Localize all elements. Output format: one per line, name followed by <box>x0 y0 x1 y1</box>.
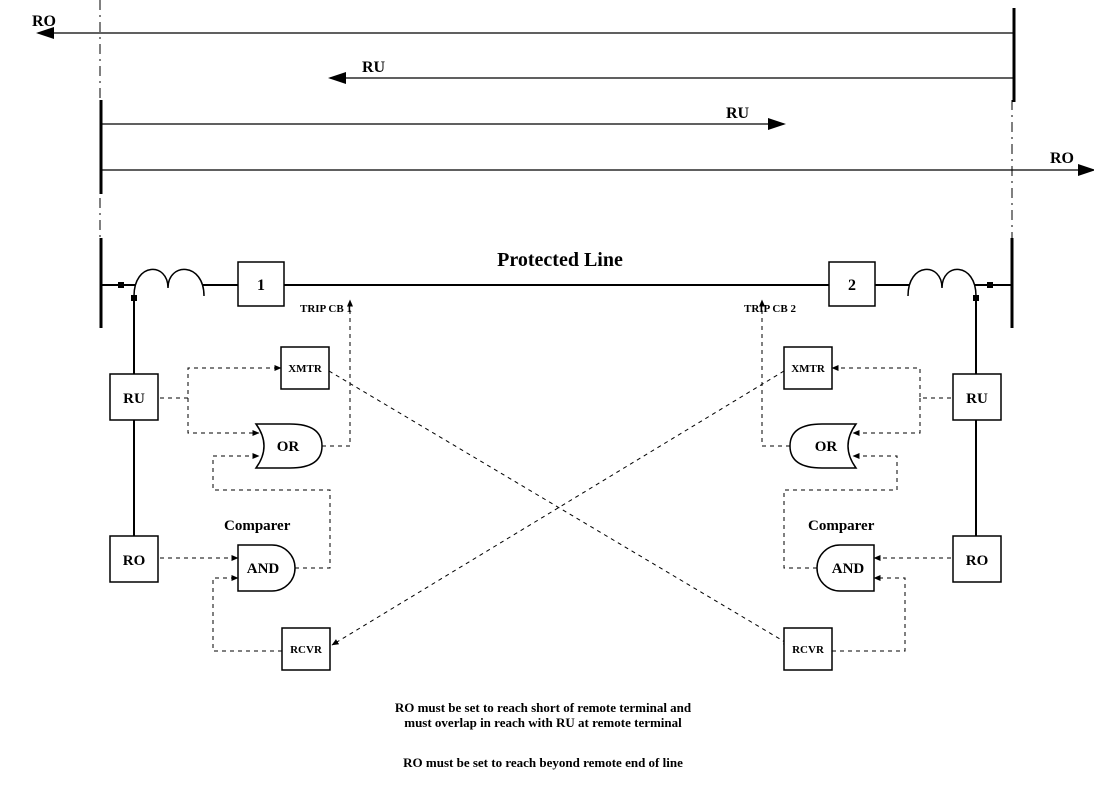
right-ro-label: RO <box>966 553 989 569</box>
right-ru-label: RU <box>966 391 988 407</box>
breaker-2-label: 2 <box>848 277 856 294</box>
left-ro-label: RO <box>123 553 146 569</box>
right-rcvr[interactable] <box>783 627 833 671</box>
left-or-gate[interactable] <box>254 423 323 469</box>
note-line-2: must overlap in reach with RU at remote … <box>404 715 682 730</box>
breaker-2 <box>828 261 876 307</box>
right-ru-relay[interactable] <box>952 373 1002 421</box>
trip-cb2-label: TRIP CB 2 <box>744 303 796 315</box>
left-and-gate[interactable] <box>237 544 296 592</box>
left-xmtr[interactable] <box>280 346 330 390</box>
ro-right-label: RO <box>1050 150 1074 167</box>
right-and-gate[interactable] <box>816 544 875 592</box>
left-ct-node <box>118 282 124 288</box>
note-line-1: RO must be set to reach short of remote … <box>395 700 692 715</box>
right-logic-connections <box>331 299 951 652</box>
left-and-label: AND <box>247 561 280 577</box>
left-logic-connections <box>160 299 791 652</box>
ro-left-label: RO <box>32 13 56 30</box>
left-xmtr-label: XMTR <box>288 363 323 375</box>
right-ct-coil-icon <box>907 268 977 297</box>
right-comparer-label: Comparer <box>808 518 875 534</box>
note-line-3: RO must be set to reach beyond remote en… <box>403 755 683 770</box>
left-ro-relay[interactable] <box>109 535 159 583</box>
left-rcvr-label: RCVR <box>290 644 323 656</box>
right-rcvr-label: RCVR <box>792 644 825 656</box>
trip-cb1-label: TRIP CB 1 <box>300 303 352 315</box>
right-or-label: OR <box>815 439 838 455</box>
right-ct-node <box>987 282 993 288</box>
ru-left-label: RU <box>362 59 386 76</box>
right-or-gate[interactable] <box>789 423 858 469</box>
left-rcvr[interactable] <box>281 627 331 671</box>
left-ct-coil-icon <box>133 268 205 297</box>
breaker-1 <box>237 261 285 307</box>
right-ro-relay[interactable] <box>952 535 1002 583</box>
left-comparer-label: Comparer <box>224 518 291 534</box>
left-ru-relay[interactable] <box>109 373 159 421</box>
ru-right-label: RU <box>726 105 750 122</box>
right-xmtr-label: XMTR <box>791 363 826 375</box>
protected-line-title: Protected Line <box>497 249 623 271</box>
left-ru-label: RU <box>123 391 145 407</box>
left-or-label: OR <box>277 439 300 455</box>
right-and-label: AND <box>832 561 865 577</box>
breaker-1-label: 1 <box>257 277 265 294</box>
